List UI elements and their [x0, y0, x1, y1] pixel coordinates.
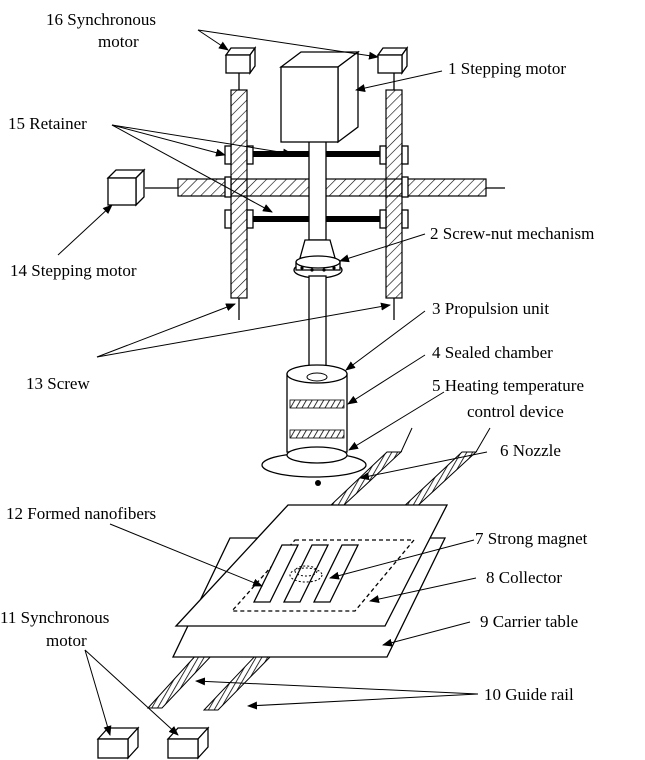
label-11-motor: motor [46, 631, 87, 650]
label-10-guide-rail: 10 Guide rail [484, 685, 574, 704]
sealed-chamber [286, 364, 348, 453]
guide-rails [146, 427, 491, 711]
label-7-strong-magnet: 7 Strong magnet [475, 529, 588, 548]
synchronous-motor-bottom-right [166, 726, 210, 760]
label-16-synchronous-motor: 16 Synchronous [46, 10, 156, 29]
synchronous-motor-bottom-left [96, 726, 140, 760]
horizontal-screw [177, 178, 487, 197]
label-13-screw: 13 Screw [26, 374, 90, 393]
label-14-stepping-motor: 14 Stepping motor [10, 261, 137, 280]
label-5-control-device: control device [467, 402, 564, 421]
label-8-collector: 8 Collector [486, 568, 562, 587]
screw-nut-body [299, 239, 336, 259]
heating-temperature-control-device [261, 446, 367, 478]
central-shaft-upper [308, 139, 327, 241]
label-3-propulsion-unit: 3 Propulsion unit [432, 299, 549, 318]
label-5-heating-temperature: 5 Heating temperature [432, 376, 584, 395]
label-1-stepping-motor: 1 Stepping motor [448, 59, 566, 78]
label-16-motor: motor [98, 32, 139, 51]
propulsion-unit-rod [308, 275, 327, 375]
label-2-screw-nut-mechanism: 2 Screw-nut mechanism [430, 224, 594, 243]
stepping-motor-14 [106, 168, 146, 207]
label-12-formed-nanofibers: 12 Formed nanofibers [6, 504, 156, 523]
label-4-sealed-chamber: 4 Sealed chamber [432, 343, 553, 362]
label-15-retainer: 15 Retainer [8, 114, 87, 133]
synchronous-motor-top-right [376, 45, 409, 76]
label-6-nozzle: 6 Nozzle [500, 441, 561, 460]
nozzle [315, 480, 321, 486]
stepping-motor-1 [279, 50, 360, 144]
synchronous-motor-top-left [224, 45, 257, 76]
guide-rail-lower-left [146, 652, 216, 709]
label-11-synchronous: 11 Synchronous [0, 608, 109, 627]
leader-lines [57, 29, 488, 736]
screw-nut-mechanism [293, 255, 343, 279]
label-9-carrier-table: 9 Carrier table [480, 612, 578, 631]
guide-rail-upper-right [398, 451, 478, 511]
formed-nanofibers-outline [230, 539, 416, 612]
